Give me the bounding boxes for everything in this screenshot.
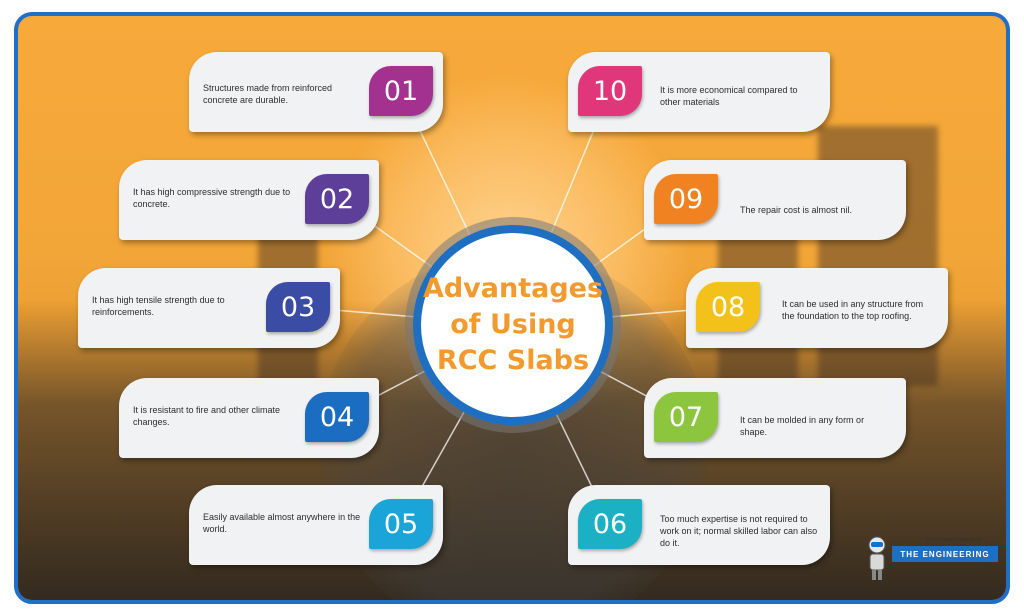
title-line-2: of Using: [450, 309, 576, 340]
advantage-text: It can be molded in any form or shape.: [740, 415, 865, 437]
number-badge-05: 05: [369, 499, 433, 549]
advantage-card-01: Structures made from reinforced concrete…: [189, 52, 443, 132]
advantage-card-08: 08 It can be used in any structure from …: [686, 268, 948, 348]
advantage-text: Too much expertise is not required to wo…: [660, 514, 818, 548]
advantage-card-10: 10 It is more economical compared to oth…: [568, 52, 830, 132]
title-line-3: RCC Slabs: [436, 345, 590, 376]
number-badge-03: 03: [266, 282, 330, 332]
advantage-card-05: Easily available almost anywhere in the …: [189, 485, 443, 565]
title-hub: Advantages of Using RCC Slabs: [421, 233, 605, 417]
robot-mascot-icon: [868, 536, 886, 580]
advantage-text: Easily available almost anywhere in the …: [203, 512, 361, 534]
engineering-projects-logo: © theengineeringprojects THE ENGINEERING…: [866, 536, 998, 586]
advantage-text: It has high compressive strength due to …: [133, 187, 291, 209]
advantage-text: It is resistant to fire and other climat…: [133, 405, 281, 427]
advantage-text: The repair cost is almost nil.: [740, 205, 853, 215]
advantage-text: It has high tensile strength due to rein…: [92, 295, 225, 317]
number-badge-08: 08: [696, 282, 760, 332]
logo-small-text: © theengineeringprojects: [926, 537, 982, 543]
number-badge-09: 09: [654, 174, 718, 224]
advantage-card-03: It has high tensile strength due to rein…: [78, 268, 340, 348]
logo-sub-text: CTS: [976, 564, 988, 570]
number-badge-10: 10: [578, 66, 642, 116]
number-badge-02: 02: [305, 174, 369, 224]
advantage-text: It is more economical compared to other …: [660, 85, 798, 107]
advantage-card-02: It has high compressive strength due to …: [119, 160, 379, 240]
advantage-text: Structures made from reinforced concrete…: [203, 83, 333, 105]
title-line-1: Advantages: [422, 273, 604, 304]
advantage-text: It can be used in any structure from the…: [782, 299, 924, 321]
advantage-card-07: 07 It can be molded in any form or shape…: [644, 378, 906, 458]
advantage-card-06: 06 Too much expertise is not required to…: [568, 485, 830, 565]
advantage-card-04: It is resistant to fire and other climat…: [119, 378, 379, 458]
logo-bar: THE ENGINEERING: [892, 546, 998, 562]
number-badge-06: 06: [578, 499, 642, 549]
number-badge-01: 01: [369, 66, 433, 116]
number-badge-04: 04: [305, 392, 369, 442]
advantage-card-09: 09 The repair cost is almost nil.: [644, 160, 906, 240]
number-badge-07: 07: [654, 392, 718, 442]
